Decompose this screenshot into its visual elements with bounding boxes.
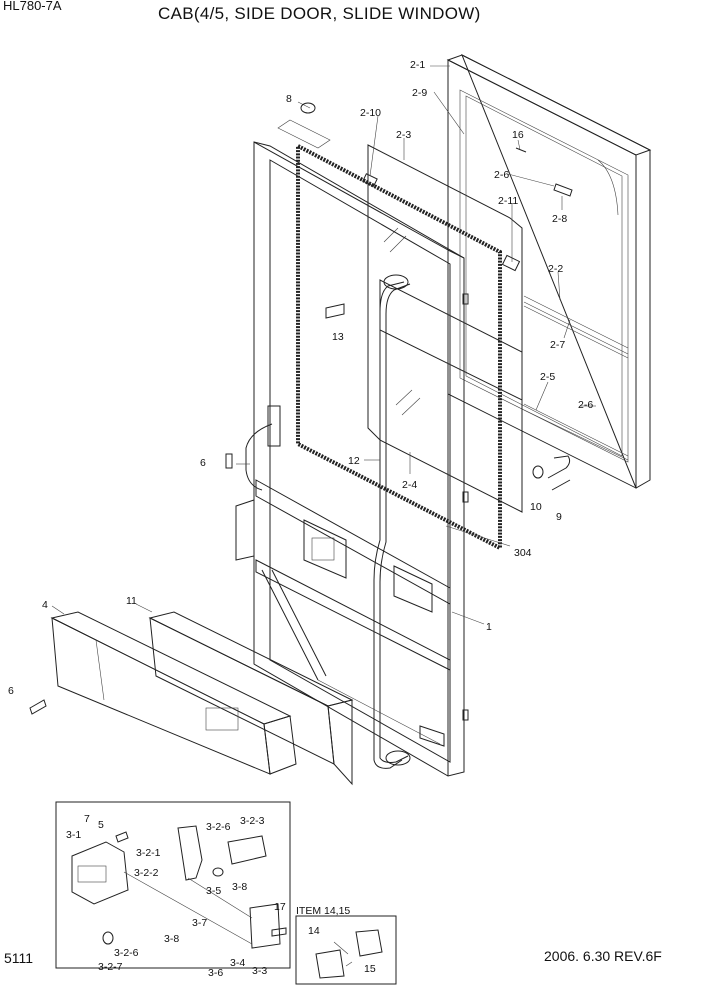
callout-labels: 2-1 2-9 8 2-10 2-3 16 2-6 2-8 2-11 2-2 1…: [8, 59, 593, 979]
callout-3-8: 3-8: [232, 881, 247, 893]
callout-14: 14: [308, 925, 320, 937]
callout-2-11: 2-11: [498, 195, 518, 207]
item-14-15-inset: [295, 915, 397, 985]
page-title: CAB(4/5, SIDE DOOR, SLIDE WINDOW): [158, 4, 481, 23]
callout-11: 11: [126, 595, 137, 607]
callout-3-2-3: 3-2-3: [240, 815, 265, 827]
callout-15: 15: [364, 963, 376, 975]
callout-3-7: 3-7: [192, 917, 207, 929]
callout-12: 12: [348, 455, 360, 467]
callout-2-3: 2-3: [396, 129, 411, 141]
callout-3-1: 3-1: [66, 829, 81, 841]
callout-6-bottom: 6: [8, 685, 14, 697]
callout-3-3: 3-3: [252, 965, 267, 977]
inset-caption: ITEM 14,15: [296, 905, 350, 917]
callout-8: 8: [286, 93, 292, 105]
callout-2-7: 2-7: [550, 339, 565, 351]
callout-3-2-1: 3-2-1: [136, 847, 161, 859]
callout-13: 13: [332, 331, 344, 343]
callout-2-5: 2-5: [540, 371, 555, 383]
callout-3-2-7: 3-2-7: [98, 961, 123, 973]
callout-304: 304: [514, 547, 532, 559]
callout-6-top: 6: [200, 457, 206, 469]
callout-3-2-2: 3-2-2: [134, 867, 159, 879]
callout-3-5: 3-5: [206, 885, 221, 897]
trim-panel-11: [148, 611, 354, 786]
callout-17: 17: [274, 901, 286, 913]
callout-9: 9: [556, 511, 562, 523]
callout-1: 1: [486, 621, 492, 633]
callout-2-1: 2-1: [410, 59, 425, 71]
callout-2-6b: 2-6: [578, 399, 593, 411]
door-seal: [296, 142, 502, 552]
callout-2-9: 2-9: [412, 87, 427, 99]
callout-2-6: 2-6: [494, 169, 509, 181]
callout-5: 5: [98, 819, 104, 831]
page-number: 5111: [4, 950, 34, 966]
model-number: HL780-7A: [3, 0, 62, 13]
revision-date: 2006. 6.30 REV.6F: [544, 948, 662, 964]
callout-3-8b: 3-8: [164, 933, 179, 945]
callout-2-10: 2-10: [360, 107, 381, 119]
callout-3-2-6b: 3-2-6: [114, 947, 139, 959]
handrail: [373, 274, 411, 769]
callout-7: 7: [84, 813, 90, 825]
hinge-rod: [245, 405, 281, 491]
trim-panel-4: [50, 611, 297, 775]
callout-2-4: 2-4: [402, 479, 417, 491]
leader-lines: [51, 65, 596, 625]
callout-10: 10: [530, 501, 542, 513]
callout-3-2-6: 3-2-6: [206, 821, 231, 833]
callout-3-6: 3-6: [208, 967, 223, 979]
fasteners: [29, 102, 573, 715]
callout-16: 16: [512, 129, 524, 141]
callout-3-4: 3-4: [230, 957, 245, 969]
callout-2-2: 2-2: [548, 263, 563, 275]
door-frame: [235, 141, 469, 777]
callout-4: 4: [42, 599, 48, 611]
door-lock-detail-inset: [55, 801, 291, 969]
callout-2-8: 2-8: [552, 213, 567, 225]
